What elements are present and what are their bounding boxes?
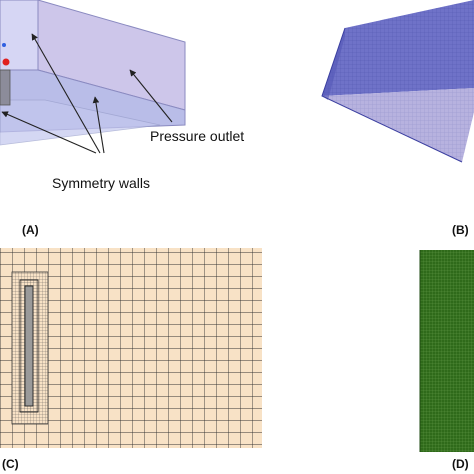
object-outline: [24, 285, 34, 407]
pressure-outlet-label: Pressure outlet: [150, 128, 244, 144]
panel-d: (D): [419, 250, 474, 471]
panel-label-d: (D): [452, 457, 469, 471]
panel-label-a: (A): [22, 223, 39, 237]
red-marker-small: [2, 43, 6, 47]
arrow-symmetry-2: [92, 96, 105, 154]
arrow-symmetry-3: [1, 111, 97, 154]
arrow-symmetry-1: [31, 33, 101, 154]
arrow-pressure-outlet: [129, 69, 173, 123]
panel-label-b: (B): [452, 223, 469, 237]
red-marker: [2, 58, 10, 66]
panel-label-c: (C): [2, 457, 19, 471]
domain-floor: [0, 99, 161, 146]
inlet-object: [0, 69, 11, 106]
panel-a: Pressure outlet Symmetry walls (A): [0, 0, 244, 237]
panel-b: (B): [321, 0, 474, 237]
panel-c: (C): [0, 248, 262, 471]
symmetry-walls-label: Symmetry walls: [52, 175, 150, 191]
